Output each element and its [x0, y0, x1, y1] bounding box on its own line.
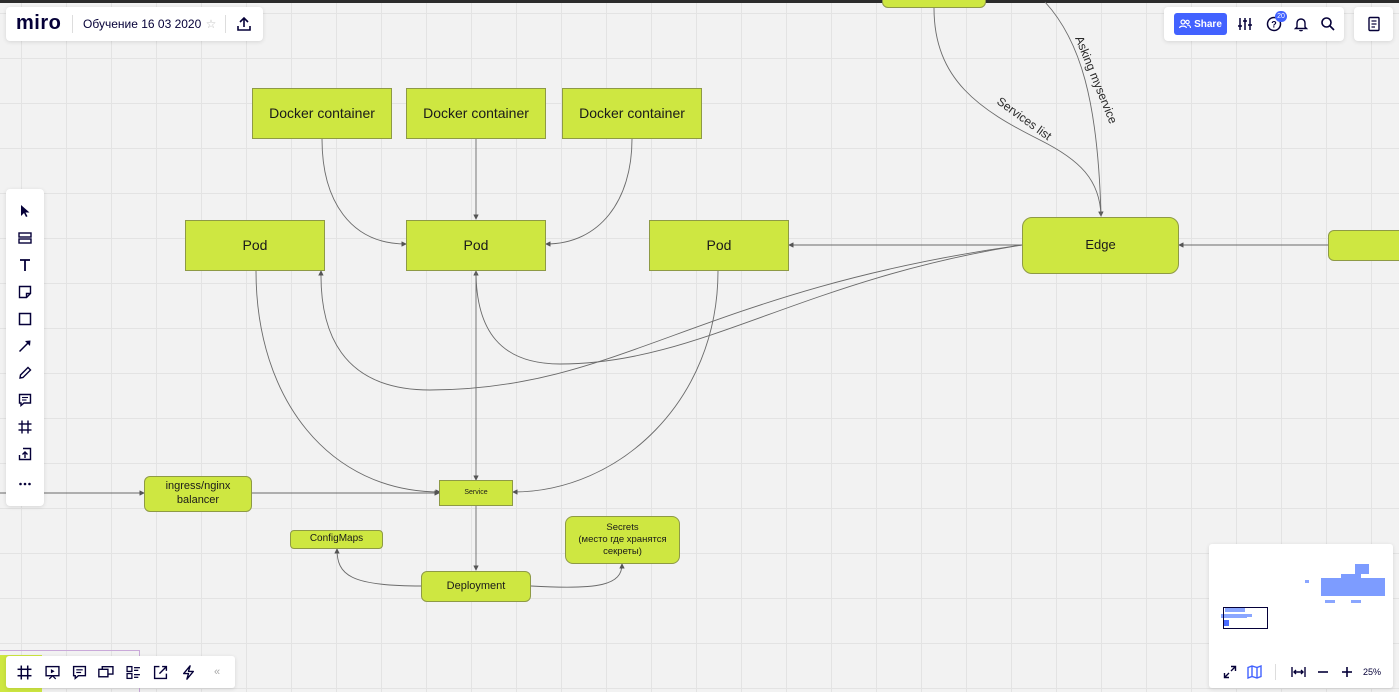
bell-icon[interactable]: [1291, 14, 1311, 34]
minimap-content-right: [1305, 562, 1393, 604]
comment-icon[interactable]: [15, 390, 35, 410]
connector-label-asking-myservice: Asking myservice: [1072, 34, 1120, 126]
notes-panel-button: [1354, 7, 1393, 41]
collapse-icon[interactable]: «: [213, 666, 221, 678]
connector-pod3-to-service[interactable]: [512, 270, 719, 495]
share-label: Share: [1194, 18, 1222, 30]
shape-icon[interactable]: [15, 309, 35, 329]
node-edge[interactable]: Edge: [1022, 217, 1179, 274]
share-board-icon[interactable]: [150, 662, 170, 682]
star-icon[interactable]: ☆: [205, 17, 217, 31]
minimap-content-left: [1221, 606, 1256, 626]
node-docker-container-3[interactable]: Docker container: [562, 88, 702, 139]
zoom-in-icon[interactable]: [1337, 662, 1357, 682]
help-icon[interactable]: ? 20: [1263, 11, 1287, 34]
arrow-line-icon[interactable]: [15, 336, 35, 356]
minimap-divider: [1275, 664, 1276, 680]
svg-text:?: ?: [1271, 20, 1277, 30]
node-pod-1[interactable]: Pod: [185, 220, 325, 271]
minimap-panel: 25%: [1209, 544, 1393, 688]
apps-icon[interactable]: [178, 662, 198, 682]
board-title[interactable]: Обучение 16 03 2020: [83, 17, 202, 31]
screen-share-icon[interactable]: [96, 662, 116, 682]
node-configmaps[interactable]: ConfigMaps: [290, 530, 383, 549]
node-docker-container-2[interactable]: Docker container: [406, 88, 546, 139]
connector-label-services-list: Services list: [994, 94, 1055, 143]
connector-asking-myservice[interactable]: [1044, 1, 1102, 217]
share-button[interactable]: Share: [1174, 13, 1227, 35]
node-service[interactable]: Service: [439, 480, 513, 506]
node-secrets[interactable]: Secrets (место где хранятся секреты): [565, 516, 680, 564]
partial-node-right[interactable]: [1328, 230, 1399, 261]
zoom-level[interactable]: 25%: [1363, 667, 1382, 677]
connector-deployment-to-configmaps[interactable]: [334, 548, 422, 587]
presentation-icon[interactable]: [42, 662, 62, 682]
frame-icon[interactable]: [15, 417, 35, 437]
settings-sliders-icon[interactable]: [1235, 14, 1255, 34]
fit-width-icon[interactable]: [1288, 662, 1308, 682]
map-icon[interactable]: [1244, 662, 1264, 682]
bottom-toolbar: «: [6, 656, 235, 688]
export-upload-icon[interactable]: [234, 14, 254, 34]
sticky-note-icon[interactable]: [15, 282, 35, 302]
board-header: miro Обучение 16 03 2020 ☆: [6, 7, 263, 41]
board-outline-icon[interactable]: [123, 662, 143, 682]
connector-pod1-to-service[interactable]: [255, 270, 441, 495]
top-right-toolbar: Share ? 20: [1164, 7, 1344, 41]
header-divider-2: [225, 15, 226, 33]
node-ingress-nginx-balancer[interactable]: ingress/nginx balancer: [144, 476, 252, 512]
left-toolbar: [6, 189, 44, 506]
node-pod-2[interactable]: Pod: [406, 220, 546, 271]
connector-docker1-to-pod2[interactable]: [321, 138, 407, 247]
connector-docker3-to-pod2[interactable]: [545, 138, 633, 247]
zoom-out-icon[interactable]: [1313, 662, 1333, 682]
miro-logo[interactable]: miro: [16, 12, 62, 34]
connector-edge-to-pod1[interactable]: [318, 244, 1023, 391]
users-icon: [1179, 19, 1192, 29]
connector-edge-to-pod2[interactable]: [473, 244, 1023, 365]
comments-icon[interactable]: [69, 662, 89, 682]
node-docker-container-1[interactable]: Docker container: [252, 88, 392, 139]
minimap-view[interactable]: [1209, 544, 1393, 652]
search-icon[interactable]: [1318, 14, 1338, 34]
frames-icon[interactable]: [14, 662, 34, 682]
node-pod-3[interactable]: Pod: [649, 220, 789, 271]
fullscreen-icon[interactable]: [1220, 662, 1240, 682]
window-top-border: [0, 0, 1399, 3]
upload-icon[interactable]: [15, 444, 35, 464]
connector-deployment-to-secrets[interactable]: [530, 563, 625, 588]
minimap-viewport[interactable]: [1223, 607, 1268, 629]
notes-icon[interactable]: [1364, 14, 1384, 34]
templates-icon[interactable]: [15, 228, 35, 248]
pen-icon[interactable]: [15, 363, 35, 383]
node-deployment[interactable]: Deployment: [421, 571, 531, 602]
partial-node-top[interactable]: [882, 0, 986, 8]
header-divider: [72, 15, 73, 33]
text-icon[interactable]: [15, 255, 35, 275]
select-icon[interactable]: [15, 201, 35, 221]
connector-services-list[interactable]: [933, 7, 1104, 217]
help-badge: 20: [1275, 11, 1287, 22]
more-icon[interactable]: [15, 474, 35, 494]
